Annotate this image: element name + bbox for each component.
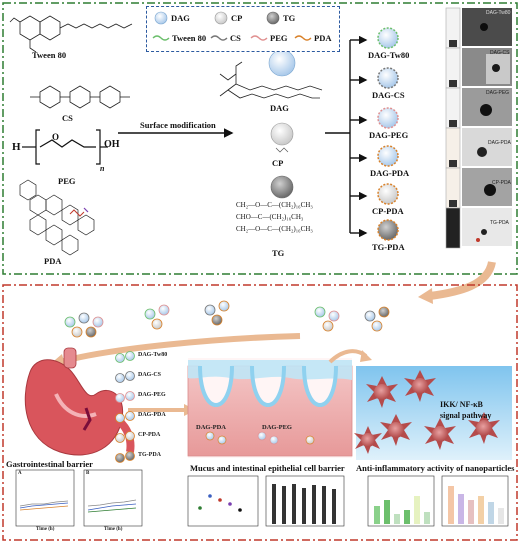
chart-a-tag: A [18, 471, 22, 476]
villi-label-dag-peg: DAG-PEG [262, 424, 292, 431]
peg-label: PEG [58, 176, 76, 186]
chart-b-xlabel: Time (h) [104, 527, 123, 532]
gi-barrier-title: Gastrointestinal barrier [6, 459, 93, 469]
cp-chain [275, 147, 289, 153]
tem-label-tg-pda: TG-PDA [490, 220, 509, 226]
pathway-label-1: IKK/ NF-κB [440, 400, 483, 409]
list-label-dag-tw80: DAG-Tw80 [138, 352, 168, 358]
tem-images [462, 8, 512, 246]
list-label-dag-pda: DAG-PDA [138, 412, 166, 418]
dag-label: DAG [270, 103, 289, 113]
flow-arrow-to-stomach [59, 333, 301, 365]
tem-label-dag-pda: DAG-PDA [488, 140, 511, 146]
surface-modification-label: Surface modification [140, 120, 216, 130]
villi-illustration [187, 358, 353, 458]
peg-structure [22, 129, 108, 165]
legend-tween-swatch [152, 35, 170, 41]
peg-h: H [12, 141, 21, 153]
stomach-illustration [24, 347, 135, 456]
product-dag-tw80 [377, 27, 399, 49]
product-label-dag-cs: DAG-CS [372, 90, 405, 100]
bottom-panel-border [2, 284, 518, 541]
legend-dag-label: DAG [171, 13, 190, 23]
mini-chart-b [83, 469, 143, 527]
product-label-dag-tw80: DAG-Tw80 [368, 50, 410, 60]
tg-label: TG [272, 248, 285, 258]
legend-cs-label: CS [230, 33, 241, 43]
pathway-label-2: signal pathway [440, 411, 492, 420]
cell-panel [354, 366, 512, 460]
macrophage-cells [354, 370, 500, 454]
legend-tg-swatch [266, 11, 280, 25]
tem-label-cp-pda: CP-PDA [492, 180, 511, 186]
product-dag-peg [377, 107, 399, 129]
legend-cp-swatch [214, 11, 228, 25]
tween80-structure [9, 15, 133, 53]
tg-particle [270, 175, 294, 199]
list-label-cp-pda: CP-PDA [138, 432, 161, 438]
legend-pda-label: PDA [314, 33, 332, 43]
product-label-dag-pda: DAG-PDA [370, 168, 410, 178]
chart-b-tag: B [86, 471, 90, 476]
product-tg-pda [377, 219, 399, 241]
dag-molecule [219, 61, 323, 99]
pda-highlight-bond [83, 207, 89, 213]
legend-tg-label: TG [283, 13, 296, 23]
peg-o: O [52, 132, 60, 142]
branch-arrows [325, 35, 368, 238]
peg-n: n [100, 164, 105, 173]
pda-label: PDA [44, 256, 62, 266]
legend-cs-swatch [210, 35, 228, 41]
tem-label-dag-tw80: DAG-Tw80 [486, 10, 511, 16]
legend-peg-label: PEG [270, 33, 288, 43]
tg-formula-line-2: CHO—C—(CH₂)₁₆CH₃ [236, 213, 304, 221]
legend-peg-swatch [250, 35, 268, 41]
mini-chart-f [441, 475, 509, 527]
tg-formula-line-1: CH₂—O—C—(CH₂)₁₆CH₃ [236, 201, 313, 209]
particle-list-icons [115, 351, 135, 463]
top-panel-border [2, 2, 518, 275]
chart-a-xlabel: Time (h) [36, 527, 55, 532]
mini-chart-c [187, 475, 259, 527]
product-cp-pda [377, 183, 399, 205]
peg-oh: OH [104, 139, 120, 150]
legend-pda-swatch [294, 35, 312, 41]
nanoparticle-cluster-top [64, 300, 390, 338]
legend-dag-swatch [154, 11, 168, 25]
product-dag-cs [377, 67, 399, 89]
cp-particle [270, 122, 294, 146]
product-label-tg-pda: TG-PDA [372, 242, 405, 252]
pda-highlight-bond [69, 209, 85, 217]
list-label-tg-pda: TG-PDA [138, 452, 161, 458]
pda-structure [19, 179, 95, 256]
list-label-dag-cs: DAG-CS [138, 372, 162, 378]
tem-label-dag-peg: DAG-PEG [486, 90, 510, 96]
product-label-dag-peg: DAG-PEG [369, 130, 409, 140]
mucus-barrier-title: Mucus and intestinal epithelial cell bar… [190, 463, 345, 473]
tween80-label: Tween 80 [32, 50, 67, 60]
product-dag-pda [377, 145, 399, 167]
cp-label: CP [272, 158, 284, 168]
tg-formula-line-3: CH₂—O—C—(CH₂)₁₆CH₃ [236, 225, 313, 233]
anti-inflammatory-title: Anti-inflammatory activity of nanopartic… [356, 463, 515, 473]
dag-particle [268, 49, 296, 77]
legend-box: DAG CP TG Tween 80 CS PEG PDA [146, 6, 340, 52]
cs-structure [30, 85, 130, 109]
villi-label-dag-pda: DAG-PDA [196, 424, 226, 431]
legend-tween-label: Tween 80 [172, 33, 207, 43]
legend-cp-label: CP [231, 13, 243, 23]
list-label-dag-peg: DAG-PEG [138, 392, 166, 398]
mini-chart-e [367, 475, 435, 527]
cs-label: CS [62, 113, 73, 123]
vial-images [445, 7, 461, 249]
mini-chart-d [265, 475, 345, 527]
product-label-cp-pda: CP-PDA [372, 206, 404, 216]
connector-arrow [429, 260, 496, 300]
mini-chart-a [15, 469, 75, 527]
tem-label-dag-cs: DAG-CS [490, 50, 510, 56]
